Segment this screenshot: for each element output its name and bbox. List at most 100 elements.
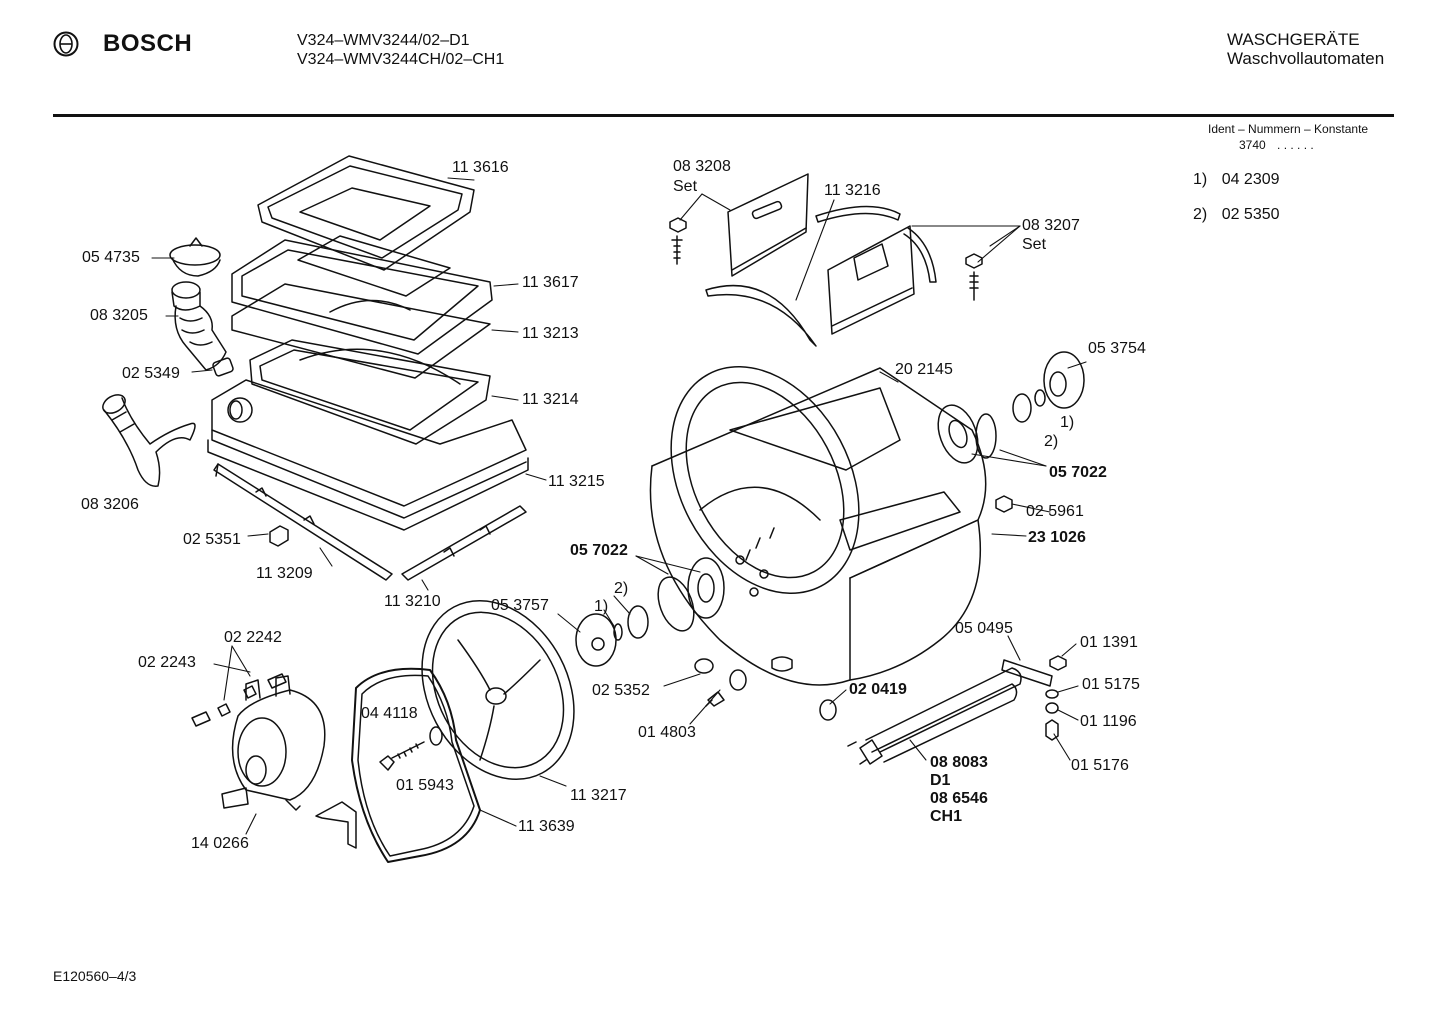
ident-dots: . . . . . . (1277, 138, 1314, 152)
drive-belt-inner (357, 674, 475, 857)
part-label: 01 5943 (396, 777, 454, 794)
drum-tub (649, 366, 987, 686)
model-numbers: V324–WMV3244/02–D1 V324–WMV3244CH/02–CH1 (297, 31, 504, 69)
tub-lower-body (207, 339, 529, 531)
seal-020419 (819, 699, 837, 721)
base-rails (213, 463, 527, 581)
part-label: Set (1022, 236, 1047, 253)
ident-value: 3740 . . . . . . (1239, 138, 1314, 153)
part-label: 01 5175 (1082, 676, 1140, 693)
drum-rib-left (705, 284, 817, 347)
category-block: WASCHGERÄTE Waschvollautomaten (1227, 30, 1384, 68)
part-label: 11 3216 (824, 182, 881, 199)
part-label: 11 3214 (522, 391, 579, 408)
part-label: 23 1026 (1028, 529, 1086, 546)
part-label: 02 0419 (849, 681, 907, 698)
part-label: 11 3213 (522, 325, 579, 342)
part-label: 02 5351 (183, 531, 241, 548)
part-label: 2) (614, 580, 629, 597)
part-label: 11 3616 (452, 159, 509, 176)
tub-upper-rings (231, 235, 493, 379)
part-label: 1) (594, 598, 609, 615)
sensor-014803 (705, 691, 725, 707)
washer-025352 (694, 658, 714, 674)
part-label: 11 3639 (518, 818, 575, 835)
footnote-2: 2) 02 5350 (1193, 206, 1280, 224)
part-label: 04 4118 (361, 705, 418, 722)
leader-lines (151, 177, 1087, 835)
bosch-logo-icon (53, 31, 79, 57)
part-label: 05 3754 (1088, 340, 1146, 357)
drum-rib-top (815, 205, 901, 223)
footnote-value: 02 5350 (1221, 206, 1280, 223)
part-label: 05 3757 (491, 597, 549, 614)
category-subtitle: Waschvollautomaten (1227, 49, 1385, 68)
part-label: 11 3210 (384, 593, 441, 610)
bellow-hose (171, 281, 234, 377)
document-code: E120560–4/3 (53, 968, 137, 984)
top-panel-right (827, 225, 915, 335)
part-label: 11 3209 (256, 565, 313, 582)
part-label: 08 3208 (673, 158, 731, 175)
side-rib (903, 227, 937, 283)
part-label: 08 3206 (81, 496, 139, 513)
header-divider (53, 114, 1394, 117)
part-label: 14 0266 (191, 835, 249, 852)
footnote-value: 04 2309 (1221, 171, 1280, 188)
drum-pulley (421, 599, 575, 781)
footnote-1: 1) 04 2309 (1193, 171, 1280, 189)
top-seal-frame (257, 155, 475, 271)
part-label: 11 3217 (570, 787, 627, 804)
part-label: 02 2243 (138, 654, 196, 671)
part-label: D1 (930, 772, 951, 789)
part-label: 02 5349 (122, 365, 180, 382)
part-label: 08 3207 (1022, 217, 1080, 234)
part-label: 02 5961 (1026, 503, 1084, 520)
pulley-bolt (379, 726, 443, 771)
part-label: 11 3215 (548, 473, 605, 490)
carbon-brushes (191, 673, 287, 727)
part-label: 05 7022 (570, 542, 628, 559)
part-label: 05 0495 (955, 620, 1013, 637)
category-title: WASCHGERÄTE (1227, 30, 1360, 49)
footnote-key: 1) (1193, 171, 1208, 188)
top-panel-left (727, 173, 809, 277)
model-line: V324–WMV3244CH/02–CH1 (297, 51, 505, 68)
screw-left (669, 217, 687, 265)
brand-header: BOSCH (53, 30, 192, 58)
part-label: 08 8083 (930, 754, 988, 771)
front-bearing-assembly (575, 557, 725, 667)
part-label: Set (673, 178, 698, 195)
rear-bearing-assembly (937, 351, 1085, 513)
motor (221, 675, 326, 811)
part-label: 05 4735 (82, 249, 140, 266)
washer-014803 (729, 669, 747, 691)
drive-belt (351, 667, 481, 863)
clip-part (269, 525, 289, 547)
motor-bracket (315, 801, 357, 849)
part-label: 02 5352 (592, 682, 650, 699)
hose-clip (169, 237, 221, 277)
model-line: V324–WMV3244/02–D1 (297, 32, 470, 49)
drain-hose (102, 394, 196, 487)
heating-element (847, 667, 1022, 765)
screw-right (965, 253, 983, 301)
part-label: 2) (1044, 433, 1059, 450)
brand-name: BOSCH (103, 30, 193, 57)
part-label: 05 7022 (1049, 464, 1107, 481)
part-label: 01 1391 (1080, 634, 1138, 651)
heater-bracket-parts (1001, 655, 1067, 741)
footnote-key: 2) (1193, 206, 1208, 223)
part-label: CH1 (930, 808, 963, 825)
part-label: 01 4803 (638, 724, 696, 741)
part-label: 02 2242 (224, 629, 282, 646)
part-label: 1) (1060, 414, 1075, 431)
part-label: 01 1196 (1080, 713, 1137, 730)
ident-title: Ident – Nummern – Konstante (1208, 122, 1369, 136)
part-label: 11 3617 (522, 274, 579, 291)
part-label: 01 5176 (1071, 757, 1129, 774)
part-label: 08 3205 (90, 307, 148, 324)
part-label: 20 2145 (895, 361, 953, 378)
ident-number: 3740 (1239, 138, 1266, 152)
